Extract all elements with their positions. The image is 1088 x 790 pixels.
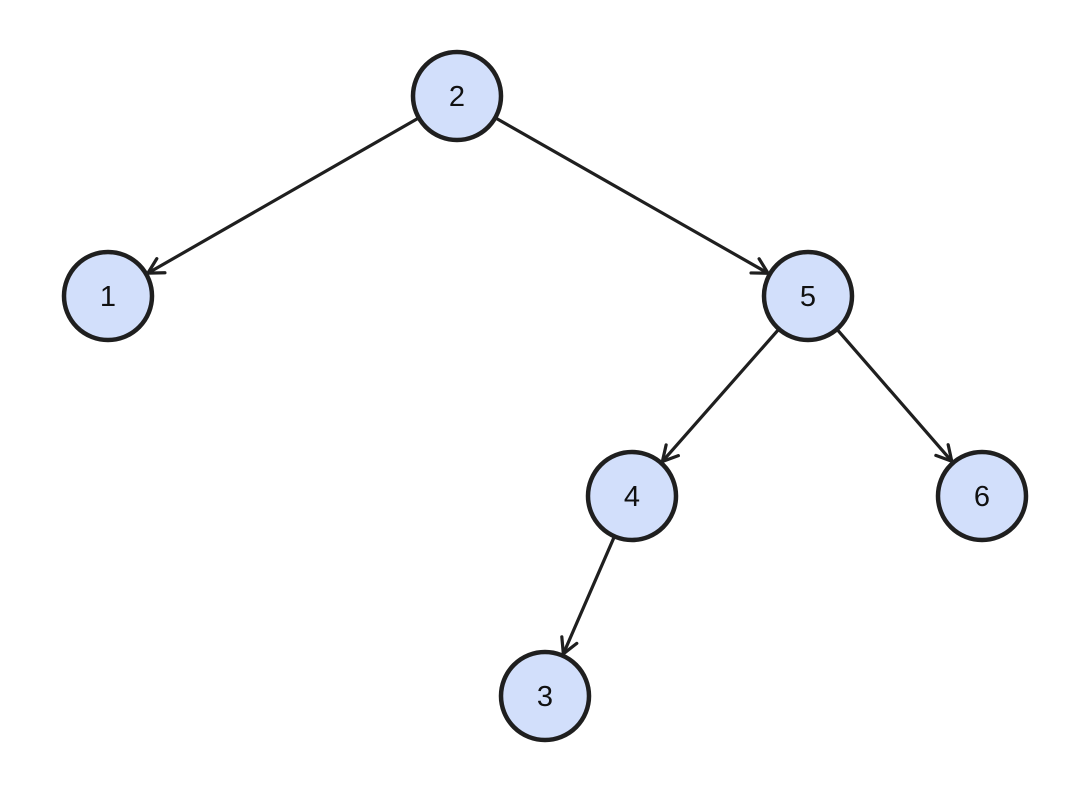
- nodes-layer: 2 1 5 4 6 3: [61, 49, 1029, 743]
- edge-n4-n3: [560, 536, 616, 656]
- tree-node-1: 1: [61, 249, 155, 343]
- node-label: 3: [537, 681, 553, 713]
- node-circle: [585, 449, 679, 543]
- node-label: 6: [974, 481, 990, 513]
- edge-n5-n4: [660, 328, 780, 464]
- edge-line: [660, 328, 780, 464]
- edges-layer: [146, 117, 954, 656]
- edge-line: [561, 536, 616, 656]
- edge-line: [146, 117, 419, 275]
- node-label: 5: [800, 281, 816, 313]
- edge-n2-n5: [495, 117, 770, 275]
- node-label: 1: [100, 281, 116, 313]
- node-circle: [761, 249, 855, 343]
- tree-node-4: 4: [585, 449, 679, 543]
- tree-node-6: 6: [935, 449, 1029, 543]
- node-circle: [498, 649, 592, 743]
- tree-node-3: 3: [498, 649, 592, 743]
- edge-n5-n6: [836, 329, 954, 463]
- edge-line: [495, 117, 770, 275]
- tree-node-2: 2: [410, 49, 504, 143]
- node-circle: [61, 249, 155, 343]
- node-circle: [935, 449, 1029, 543]
- tree-node-5: 5: [761, 249, 855, 343]
- node-label: 4: [624, 481, 640, 513]
- edge-line: [836, 329, 954, 463]
- edge-n2-n1: [146, 117, 419, 275]
- node-label: 2: [449, 81, 465, 113]
- node-circle: [410, 49, 504, 143]
